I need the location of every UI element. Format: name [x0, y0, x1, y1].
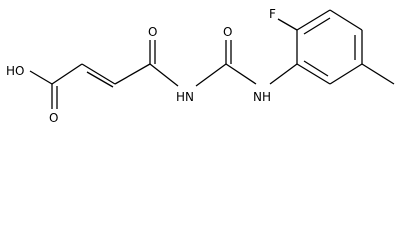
hydroxyl-label: HO [6, 64, 24, 78]
ring-bond-2-3 [296, 9, 331, 31]
ring-double-2-3 [303, 17, 331, 35]
bond-c3-c4 [114, 63, 151, 85]
bond-c2-c3 [81, 63, 116, 85]
bond-n2-ar1 [269, 63, 298, 85]
bond-c4-n1 [149, 63, 179, 87]
bond-skeleton [29, 9, 395, 109]
bond-ar-methyl [361, 63, 395, 85]
bond-ar-f [277, 18, 298, 31]
chemical-structure-diagram: HO O O HN O NH F [6, 7, 395, 125]
fluorine-label: F [269, 7, 276, 21]
ring-bond-5-6 [329, 63, 363, 85]
amide-oxygen-label: O [148, 25, 157, 39]
aryl-amine-label: NH [253, 90, 271, 104]
ring-double-6-1 [303, 60, 329, 77]
ring-bond-3-4 [329, 9, 363, 31]
bond-ho-c1 [29, 70, 53, 85]
ring-bond-6-1 [296, 63, 331, 85]
acid-oxygen-label: O [49, 111, 58, 125]
bond-c1-c2 [51, 63, 83, 85]
atom-labels: HO O O HN O NH F [6, 7, 276, 125]
bond-c5-n2 [225, 63, 257, 85]
urea-oxygen-label: O [223, 25, 232, 39]
bond-c2-c3-double [86, 71, 114, 88]
imide-nitrogen-label: HN [176, 90, 194, 104]
bond-n1-c5 [195, 63, 227, 87]
